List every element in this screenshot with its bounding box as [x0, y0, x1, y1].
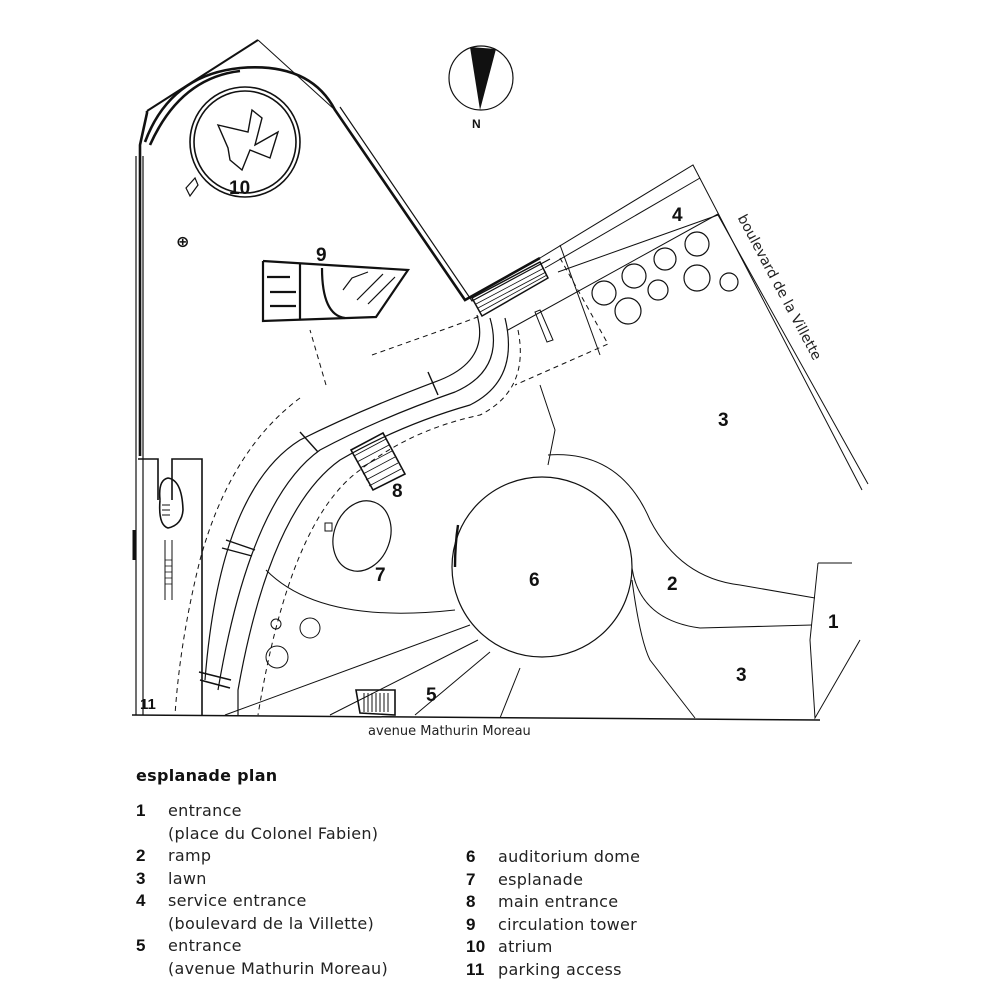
legend-item: 6 auditorium dome [466, 846, 640, 869]
dashed-path [309, 315, 481, 386]
wall [339, 106, 551, 302]
legend-number: 8 [466, 892, 476, 911]
legend-item: 7 esplanade [466, 869, 640, 892]
legend-number: 11 [466, 959, 485, 979]
stair [470, 260, 549, 318]
legend-label: ramp [168, 846, 212, 865]
legend-column-2: 6 auditorium dome 7 esplanade 8 main entran… [466, 846, 640, 981]
legend-label: entrance [168, 801, 242, 820]
north-arrow-icon [448, 45, 514, 111]
legend-label: main entrance [498, 892, 619, 911]
legend-sublabel: (place du Colonel Fabien) [168, 823, 379, 843]
legend-label: service entrance [168, 891, 307, 910]
building-outline [138, 39, 541, 456]
legend-number: 4 [136, 891, 146, 910]
map-label-7: 7 [375, 565, 386, 586]
tree-cluster [591, 231, 739, 325]
service-zone [514, 257, 609, 386]
map-label-3: 3 [718, 410, 729, 431]
north-label: N [472, 117, 481, 131]
auditorium-dome [451, 476, 633, 658]
legend-item-sub: (boulevard de la Villette) [136, 913, 388, 936]
map-label-6: 6 [529, 570, 540, 591]
legend-number: 9 [466, 914, 476, 934]
legend-label: esplanade [498, 869, 584, 889]
legend-item: 3 lawn [136, 868, 388, 891]
map-label-1: 1 [828, 612, 839, 633]
legend: esplanade plan 1 entrance (place du Colon… [136, 766, 896, 979]
legend-item: 8 main entrance [466, 891, 640, 914]
map-label-2: 2 [667, 574, 678, 595]
legend-item: 4 service entrance [136, 890, 388, 913]
entrance-5-stair [355, 689, 396, 716]
legend-number: 3 [136, 868, 146, 888]
legend-number: 10 [466, 937, 486, 956]
legend-label: parking access [498, 959, 622, 979]
map-label-11: 11 [140, 696, 156, 713]
legend-item: 5 entrance [136, 935, 388, 958]
legend-column-1: 1 entrance (place du Colonel Fabien) 2 ram… [136, 800, 388, 980]
legend-label: entrance [168, 936, 242, 955]
legend-number: 2 [136, 846, 146, 865]
map-label-4: 4 [672, 205, 683, 226]
legend-label: lawn [168, 868, 207, 888]
boulevard-edge [507, 164, 869, 491]
legend-label: auditorium dome [498, 847, 641, 866]
map-label-5: 5 [426, 685, 437, 706]
legend-item: 1 entrance [136, 800, 388, 823]
map-label-3: 3 [736, 665, 747, 686]
legend-item-sub: (place du Colonel Fabien) [136, 823, 388, 846]
main-entrance-stair [349, 431, 407, 492]
legend-number: 5 [136, 936, 146, 955]
legend-sublabel: (avenue Mathurin Moreau) [168, 958, 389, 978]
legend-item: 9 circulation tower [466, 914, 640, 937]
curved-ramp [198, 314, 521, 716]
site-plan-drawing [131, 39, 869, 721]
parking-access [132, 458, 203, 715]
atrium [185, 86, 301, 198]
dashed-path [174, 397, 301, 716]
street-line [131, 714, 821, 721]
legend-number: 7 [466, 869, 476, 889]
legend-item-sub: (avenue Mathurin Moreau) [136, 958, 388, 981]
accessibility-icon: ⊕ [176, 232, 190, 251]
bench [534, 309, 554, 343]
map-label-10: 10 [229, 178, 251, 199]
esplanade-oval [332, 500, 392, 572]
map-label-8: 8 [392, 481, 403, 502]
zone-lines [224, 384, 861, 720]
legend-item: 10 atrium [466, 936, 640, 959]
legend-label: circulation tower [498, 914, 638, 934]
parcel-line [135, 156, 144, 715]
legend-sublabel: (boulevard de la Villette) [168, 913, 375, 933]
legend-title: esplanade plan [136, 766, 278, 785]
circulation-tower [261, 259, 410, 323]
parcel-line [257, 39, 336, 111]
legend-number: 1 [136, 801, 146, 820]
map-label-9: 9 [316, 245, 327, 266]
legend-number: 6 [466, 847, 476, 866]
legend-item: 2 ramp [136, 845, 388, 868]
legend-label: atrium [498, 937, 553, 956]
kiosk [324, 522, 333, 532]
legend-item: 11 parking access [466, 959, 640, 982]
street-label-avenue: avenue Mathurin Moreau [368, 724, 531, 739]
